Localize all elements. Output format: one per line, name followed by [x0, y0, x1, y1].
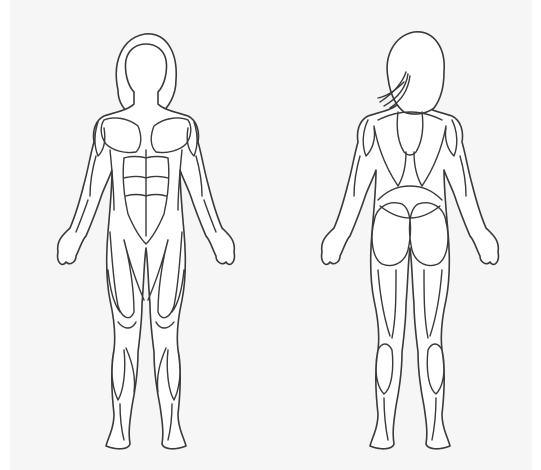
front-body-outline	[58, 44, 235, 449]
back-figure	[322, 32, 499, 449]
back-hair	[387, 32, 444, 114]
front-figure	[58, 34, 235, 449]
